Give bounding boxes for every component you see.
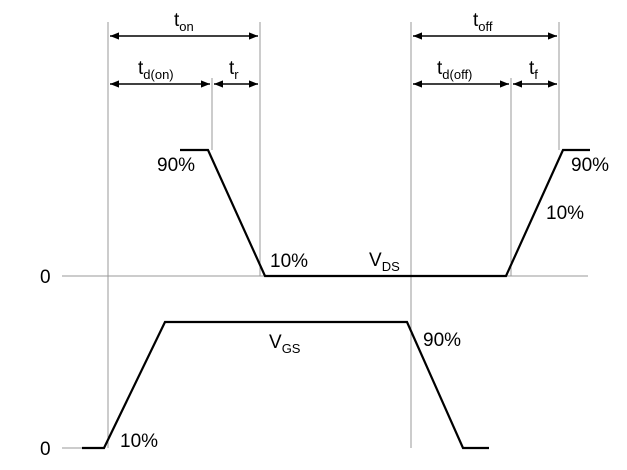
vgs-10-left-label: 10% — [120, 431, 158, 452]
vds-waveform — [180, 148, 590, 278]
vds-zero-label: 0 — [40, 267, 51, 288]
t-f-label: tf — [529, 58, 538, 82]
vgs-zero-label: 0 — [40, 439, 51, 460]
vgs-waveform — [82, 320, 489, 450]
t-on-label: ton — [174, 10, 194, 34]
t-off-label: toff — [473, 10, 493, 34]
vgs-name-label: VGS — [269, 332, 301, 356]
vds-name-label: VDS — [369, 250, 400, 274]
t-d-on-label: td(on) — [138, 58, 174, 82]
t-d-off-label: td(off) — [437, 58, 472, 82]
vds-10-right-label: 10% — [546, 203, 584, 224]
vds-90-right-label: 90% — [571, 155, 609, 176]
vds-10-left-label: 10% — [270, 251, 308, 272]
vgs-90-right-label: 90% — [423, 330, 461, 351]
t-r-label: tr — [229, 58, 239, 82]
vds-90-left-label: 90% — [157, 155, 195, 176]
